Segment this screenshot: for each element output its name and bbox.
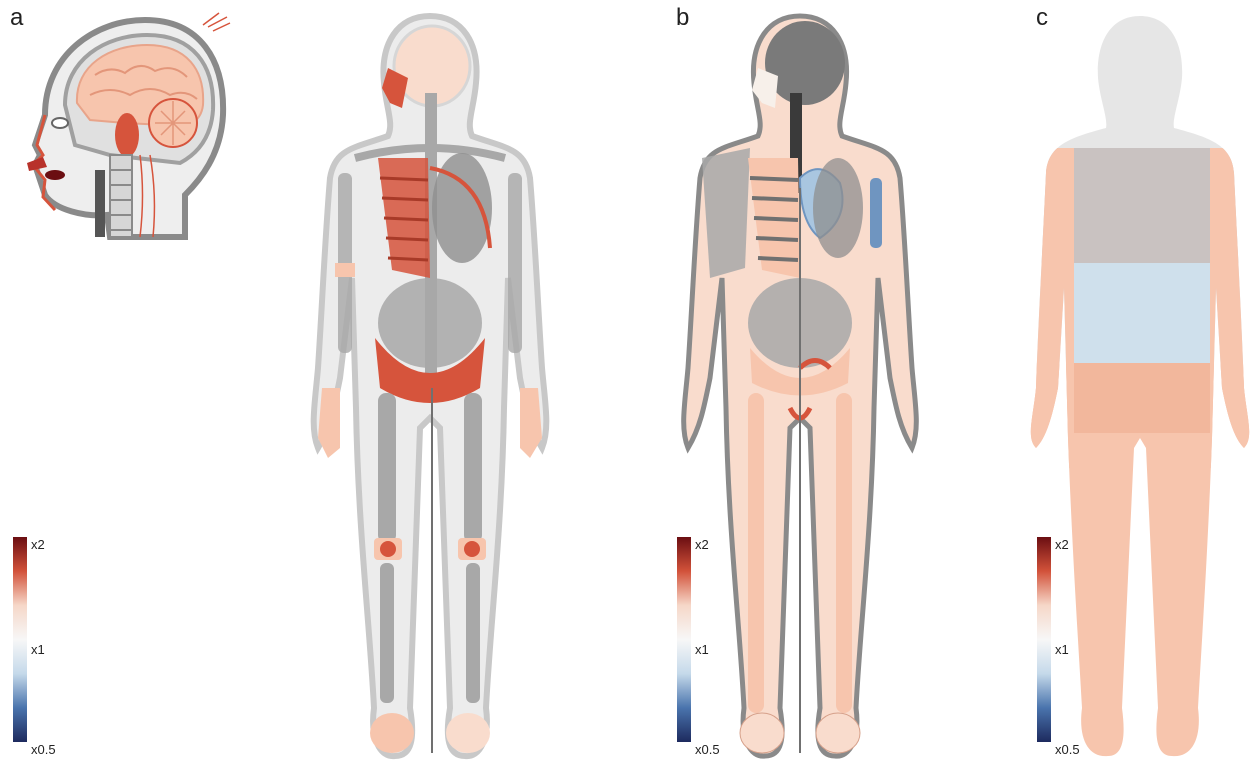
left-foot (370, 713, 414, 753)
colorbar-c (1037, 537, 1051, 742)
head-cross-section-diagram (15, 5, 245, 245)
right-femur (836, 393, 852, 713)
ear (115, 113, 139, 157)
left-foot (740, 713, 784, 753)
right-humerus (508, 173, 522, 353)
left-femur (378, 393, 396, 543)
right-foot (446, 713, 490, 753)
right-humerus (870, 178, 882, 248)
colorbar-b (677, 537, 691, 742)
colorbar-b-label-max: x2 (695, 537, 709, 552)
right-foot (816, 713, 860, 753)
left-arm-region (1022, 148, 1074, 468)
trachea (95, 170, 105, 237)
colorbar-b-label-mid: x1 (695, 642, 709, 657)
left-femur (748, 393, 764, 713)
right-tibia (466, 563, 480, 703)
spinal-column (110, 155, 132, 237)
right-arm-region (1210, 148, 1258, 468)
left-arm-muscle (702, 148, 750, 278)
colorbar-c-label-min: x0.5 (1055, 742, 1080, 757)
lung (813, 158, 863, 258)
left-arm-band (335, 263, 355, 277)
brain (765, 21, 845, 105)
abdomen (378, 278, 482, 368)
colorbar-a-label-min: x0.5 (31, 742, 56, 757)
right-patella (464, 541, 480, 557)
right-femur (464, 393, 482, 543)
colorbar-a-label-max: x2 (31, 537, 45, 552)
eye (52, 118, 68, 128)
colorbar-c-label-mid: x1 (1055, 642, 1069, 657)
left-tibia (380, 563, 394, 703)
head-region (1022, 8, 1258, 148)
colorbar-a-label-mid: x1 (31, 642, 45, 657)
tongue (45, 170, 65, 180)
colorbar-a (13, 537, 27, 742)
colorbar-c-label-max: x2 (1055, 537, 1069, 552)
colorbar-b-label-min: x0.5 (695, 742, 720, 757)
left-patella (380, 541, 396, 557)
legs-region (1022, 433, 1258, 768)
body-diagram-a (280, 8, 580, 768)
hair-strand (203, 13, 230, 31)
